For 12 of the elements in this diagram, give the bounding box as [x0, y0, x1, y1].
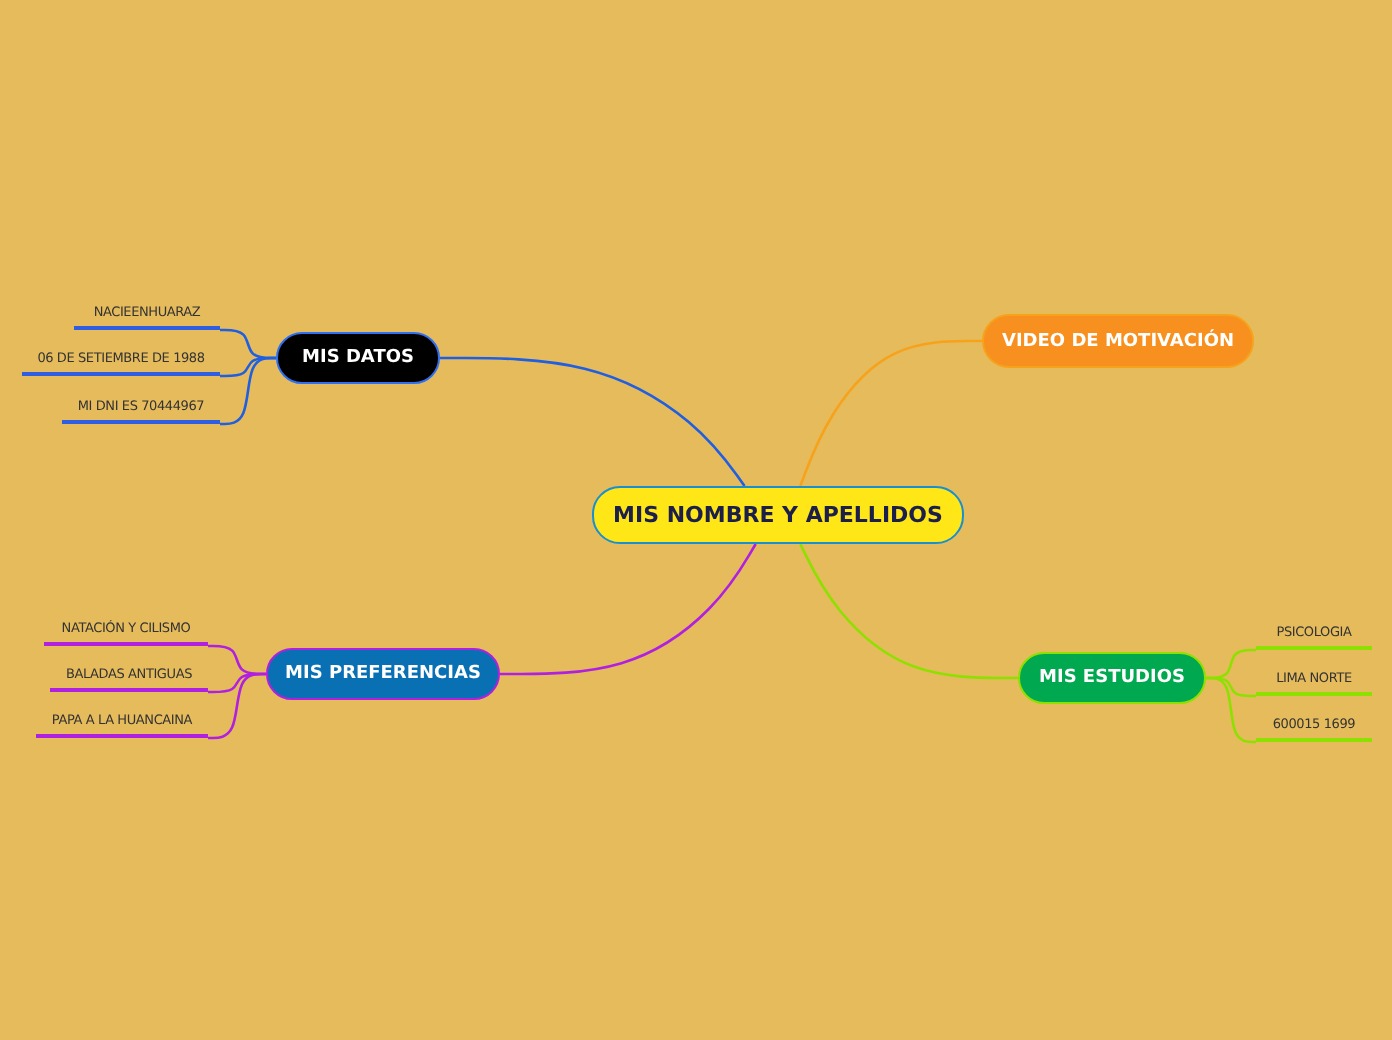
topic-pill: MIS ESTUDIOS [1018, 652, 1206, 704]
topic-pill: MIS PREFERENCIAS [266, 648, 500, 700]
topic-pill: MIS NOMBRE Y APELLIDOS [592, 486, 964, 544]
topic-pill: MIS DATOS [276, 332, 440, 384]
topic-pill: VIDEO DE MOTIVACIÓN [982, 314, 1254, 368]
connector [799, 339, 982, 487]
connector [1206, 676, 1256, 744]
connector [208, 672, 266, 740]
connector [500, 543, 757, 676]
connector [440, 356, 746, 487]
connector [799, 543, 1018, 680]
connector [220, 356, 276, 426]
